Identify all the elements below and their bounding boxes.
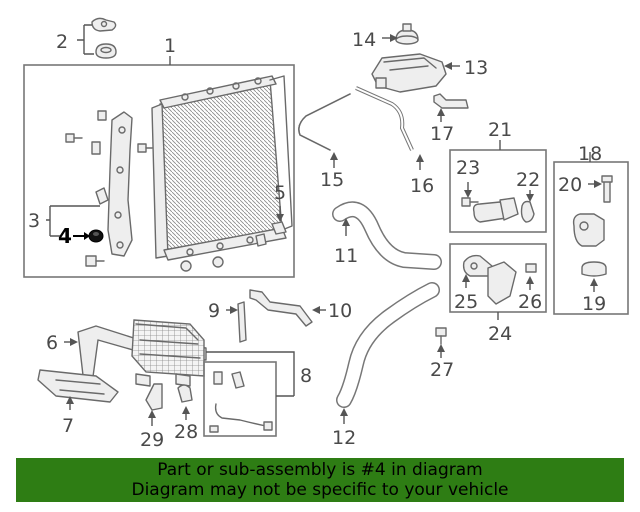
callout-15: 15 [320,169,344,191]
callout-25: 25 [454,291,478,313]
water-outlet [572,175,613,277]
part-9-bracket [237,301,247,343]
callout-27: 27 [430,359,454,381]
callout-16: 16 [410,175,434,197]
callout-5: 5 [274,182,286,204]
callout-18: 18 [578,143,602,165]
active-shutter-assembly [131,319,205,387]
water-inlet [462,254,537,305]
callout-20: 20 [558,174,582,196]
callout-29: 29 [140,429,164,451]
callout-12: 12 [332,427,356,449]
callout-28: 28 [174,421,198,443]
fitment-banner: Part or sub-assembly is #4 in diagram Di… [16,458,624,502]
part-2-bracket [91,17,117,59]
part-28-clip [177,384,193,403]
callout-24: 24 [488,323,512,345]
wiring-harness [209,371,273,433]
callout-19: 19 [582,293,606,315]
water-outlet-box-18 [553,161,629,315]
callout-11: 11 [334,245,358,267]
callout-3-leader [46,205,100,237]
harness-box-8 [203,361,277,437]
callout-2: 2 [56,31,68,53]
callout-26: 26 [518,291,542,313]
callout-6: 6 [46,332,58,354]
callout-4: 4 [58,224,72,248]
callout-14: 14 [352,29,376,51]
thermostat-box-21 [449,149,547,233]
part-4-grommet [88,229,104,243]
callout-9: 9 [208,300,220,322]
callout-23: 23 [456,157,480,179]
callout-3: 3 [28,210,40,232]
radiator-side-bracket [91,110,133,257]
part-29-bracket [145,383,163,411]
banner-line-2: Diagram may not be specific to your vehi… [131,480,509,500]
callout-22: 22 [516,169,540,191]
radiator-assembly-box [23,64,295,278]
part-7-deflector [37,369,119,403]
thermostat-housing [461,197,535,223]
part-16-hose [355,86,414,151]
part-15-hose [298,93,351,151]
callout-13: 13 [464,57,488,79]
part-13-reservoir [371,53,447,93]
callout-4-leader [73,232,90,240]
callout-1: 1 [164,35,176,57]
callout-7: 7 [62,415,74,437]
part-27-bolt [435,327,447,345]
part-17-hose [433,93,469,109]
fasteners [65,133,287,272]
callout-10: 10 [328,300,352,322]
part-14-cap [395,23,419,45]
radiator-core [151,75,293,261]
callout-21: 21 [488,119,512,141]
callout-2-leader [77,24,94,55]
part-10-bracket [249,289,313,327]
callout-17: 17 [430,123,454,145]
banner-line-1: Part or sub-assembly is #4 in diagram [157,460,483,480]
callout-8-leader [206,351,295,397]
callout-8: 8 [300,365,312,387]
